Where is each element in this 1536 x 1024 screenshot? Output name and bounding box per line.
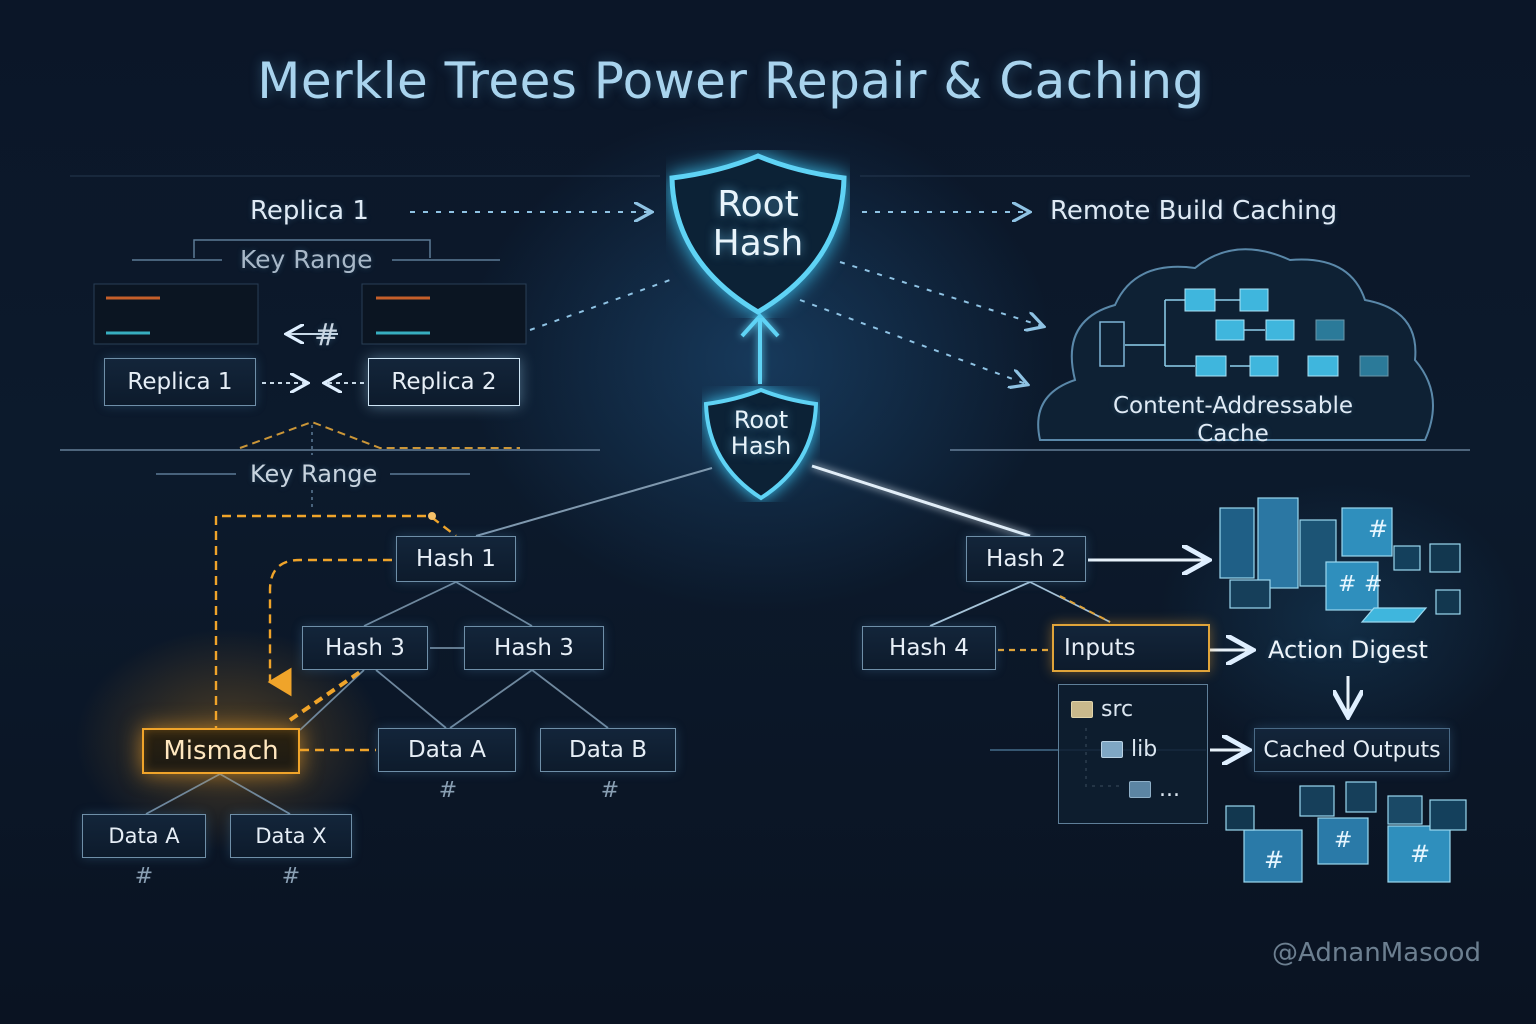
folder-icon	[1071, 701, 1093, 718]
file-name-lib: lib	[1131, 737, 1158, 762]
data-a-node: Data A	[378, 728, 516, 772]
file-tree-panel: src lib ...	[1058, 684, 1208, 824]
file-name-src: src	[1101, 697, 1134, 722]
leaf-data-x-node: Data X	[230, 814, 352, 858]
replica-sync-arrows	[262, 334, 364, 383]
replica-2-box: Replica 2	[368, 358, 520, 406]
root-hash-small-line2: Hash	[730, 431, 792, 460]
watermark: @AdnanMasood	[1272, 938, 1481, 968]
hash-3-right-node: Hash 3	[464, 626, 604, 670]
hash-3-left-node: Hash 3	[302, 626, 428, 670]
file-row-more: ...	[1129, 777, 1180, 802]
replica-1-box: Replica 1	[104, 358, 256, 406]
mismatch-node: Mismach	[142, 728, 300, 774]
leaf-data-x-hash-mark: #	[281, 864, 301, 889]
root-hash-shield-large: Root Hash	[666, 150, 850, 318]
cube-hash-mark-1: #	[1368, 515, 1389, 543]
tree-edges-main	[475, 467, 713, 537]
right-subtree-edges	[929, 581, 1111, 627]
key-range-label-top: Key Range	[240, 245, 373, 274]
replica-heading: Replica 1	[250, 196, 369, 226]
data-b-hash-mark: #	[600, 778, 620, 803]
folder-icon	[1129, 781, 1151, 798]
cloud-label-line1: Content-Addressable	[1112, 393, 1354, 419]
hash-4-node: Hash 4	[862, 626, 996, 670]
root-to-hash2-edge	[811, 464, 1031, 538]
root-hash-small-line1: Root	[733, 406, 789, 434]
root-hash-large-line2: Hash	[712, 222, 804, 264]
mismatch-node-dot	[428, 512, 436, 520]
cube-hash-mark-2: #	[1338, 572, 1357, 597]
mismatch-paths	[214, 514, 457, 752]
data-b-node: Data B	[540, 728, 676, 772]
cube-hash-mark-3: #	[1364, 572, 1383, 597]
inputs-node: Inputs	[1052, 624, 1210, 672]
hash-2-node: Hash 2	[966, 536, 1086, 582]
cube-hash-mark-6: #	[1410, 840, 1431, 868]
hash2-to-inputs-gold	[1059, 595, 1111, 623]
left-subtree-edges	[145, 581, 609, 815]
page-title: Merkle Trees Power Repair & Caching	[257, 52, 1205, 110]
action-digest-label: Action Digest	[1268, 636, 1428, 664]
file-row-src: src	[1071, 697, 1133, 722]
root-dotted-arrows	[410, 212, 1042, 384]
file-name-more: ...	[1159, 777, 1180, 802]
cloud-label: Content-Addressable Cache	[1080, 392, 1386, 448]
file-row-lib: lib	[1101, 737, 1157, 762]
cached-outputs-node: Cached Outputs	[1254, 728, 1450, 772]
horizon-lines	[60, 175, 1470, 451]
cloud-label-line2: Cache	[1197, 421, 1269, 447]
folder-icon	[1101, 741, 1123, 758]
cube-hash-mark-5: #	[1334, 828, 1353, 853]
caching-heading: Remote Build Caching	[1050, 196, 1338, 226]
key-range-label-bottom: Key Range	[250, 460, 378, 488]
root-hash-large-line1: Root	[717, 184, 799, 225]
hash-icon: #	[314, 318, 340, 353]
server-rack-decoration	[93, 283, 527, 345]
cube-cluster-action	[1219, 497, 1461, 623]
data-a-hash-mark: #	[438, 778, 458, 803]
leaf-data-a-node: Data A	[82, 814, 206, 858]
shield-icon	[703, 387, 819, 501]
leaf-data-a-hash-mark: #	[134, 864, 154, 889]
root-hash-shield-small: Root Hash	[702, 386, 820, 502]
key-range-gold-path	[239, 420, 520, 449]
shield-link	[740, 313, 780, 384]
hash-1-node: Hash 1	[396, 536, 516, 582]
shield-icon	[669, 153, 847, 315]
cloud-icon	[1037, 248, 1434, 441]
cube-cluster-cached	[1225, 781, 1467, 883]
key-range-bracket	[132, 239, 500, 510]
cube-hash-mark-4: #	[1264, 846, 1285, 874]
